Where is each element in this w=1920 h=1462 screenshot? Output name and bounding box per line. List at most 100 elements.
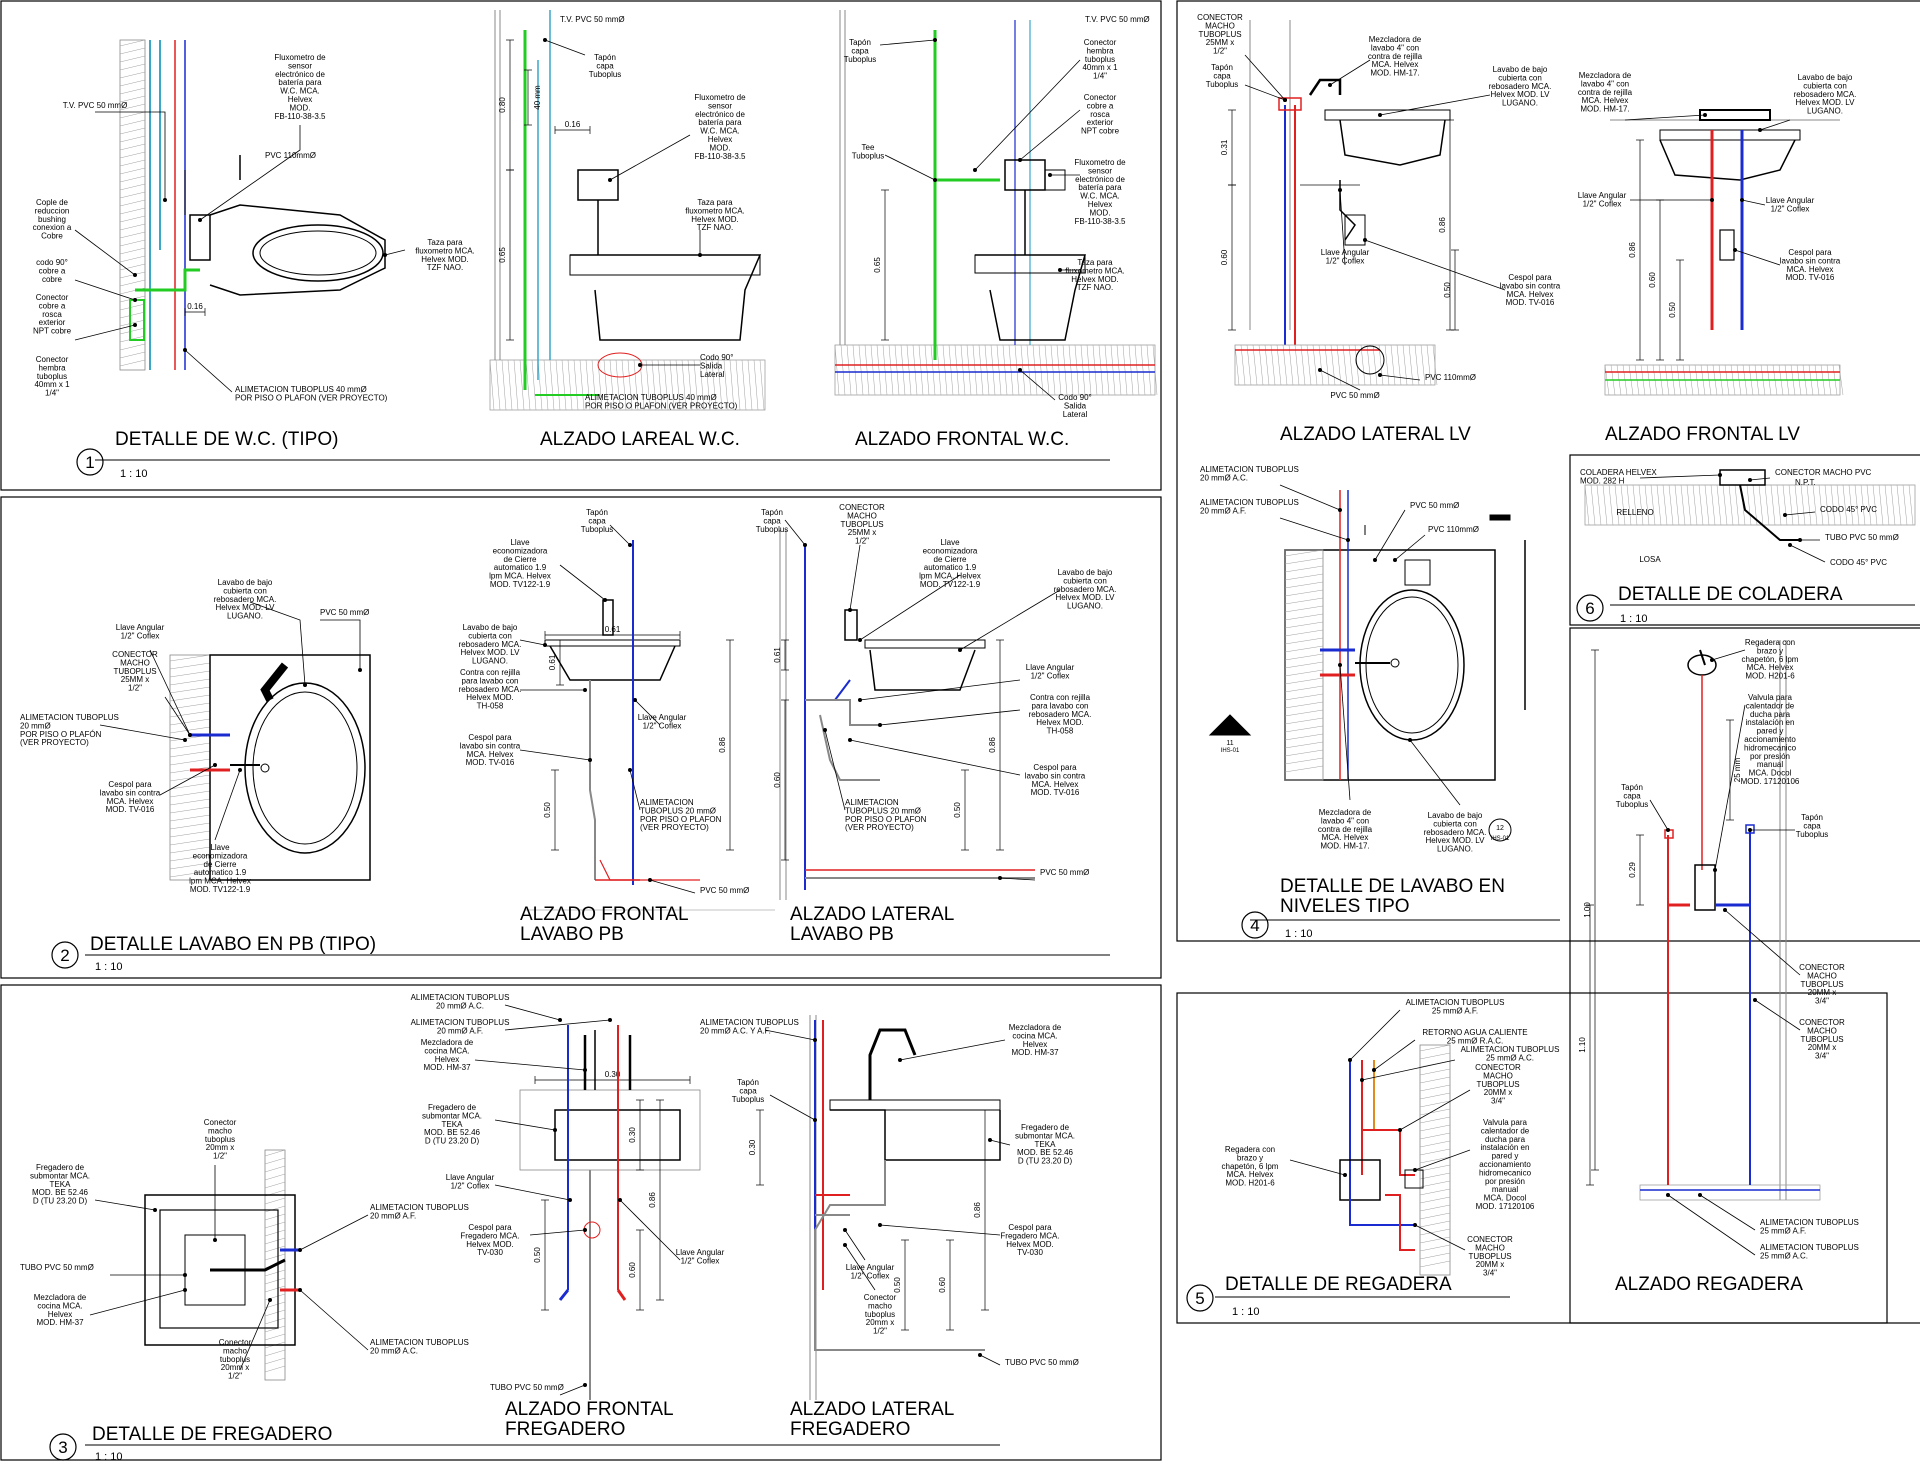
scale-label: 1 : 10: [120, 468, 148, 480]
view-title: DETALLE LAVABO EN PB (TIPO): [90, 934, 376, 955]
scale-label: 1 : 10: [1232, 1306, 1260, 1318]
dimension-label: 0.80: [498, 97, 507, 113]
scale-label: 1 : 10: [1285, 928, 1313, 940]
dimension-label: 25 mm: [1733, 757, 1742, 782]
view-title: DETALLE DE REGADERA: [1225, 1274, 1452, 1295]
dimension-label: 0.30: [628, 1127, 637, 1143]
note-label: PVC 110mmØ: [1428, 525, 1479, 534]
dimension-label: 0.65: [873, 257, 882, 273]
view-title: DETALLE DE FREGADERO: [92, 1424, 332, 1445]
dimension-label: 0.65: [498, 247, 507, 263]
note-label: LOSA: [1639, 555, 1661, 564]
dimension-label: 0.60: [628, 1262, 637, 1278]
dimension-label: 0.60: [1648, 272, 1657, 288]
note-label: CONECTOR MACHO PVC: [1775, 468, 1872, 477]
dimension-label: 0.86: [1438, 217, 1447, 233]
detail-number: 3: [58, 1438, 67, 1457]
view-title: ALZADO REGADERA: [1615, 1274, 1803, 1295]
dimension-label: 0.50: [543, 802, 552, 818]
dimension-label: 0.86: [988, 737, 997, 753]
marker-number: 11: [1226, 740, 1233, 747]
note-label: T.V. PVC 50 mmØ: [1085, 15, 1150, 24]
note-label: RELLENO: [1616, 508, 1653, 517]
note-label: PVC 50 mmØ: [1330, 391, 1379, 400]
dimension-label: 0.50: [893, 1277, 902, 1293]
view-title: DETALLE DE COLADERA: [1618, 584, 1843, 605]
note-label: TUBO PVC 50 mmØ: [1005, 1358, 1079, 1367]
scale-label: 1 : 10: [95, 961, 123, 973]
note-label: N.P.T.: [1795, 478, 1816, 487]
dimension-label: 0.50: [533, 1247, 542, 1263]
dimension-label: 0.50: [1443, 282, 1452, 298]
dimension-label: 0.31: [1220, 139, 1229, 155]
dimension-label: 0.60: [1220, 249, 1229, 265]
note-label: PVC 50 mmØ: [1410, 501, 1459, 510]
scale-label: 1 : 10: [95, 1451, 123, 1462]
dimension-label: 0.60: [938, 1277, 947, 1293]
detail-number: 4: [1250, 916, 1259, 935]
note-label: T.V. PVC 50 mmØ: [63, 101, 128, 110]
note-label: CODO 45° PVC: [1820, 505, 1877, 514]
note-label: TUBO PVC 50 mmØ: [20, 1263, 94, 1272]
